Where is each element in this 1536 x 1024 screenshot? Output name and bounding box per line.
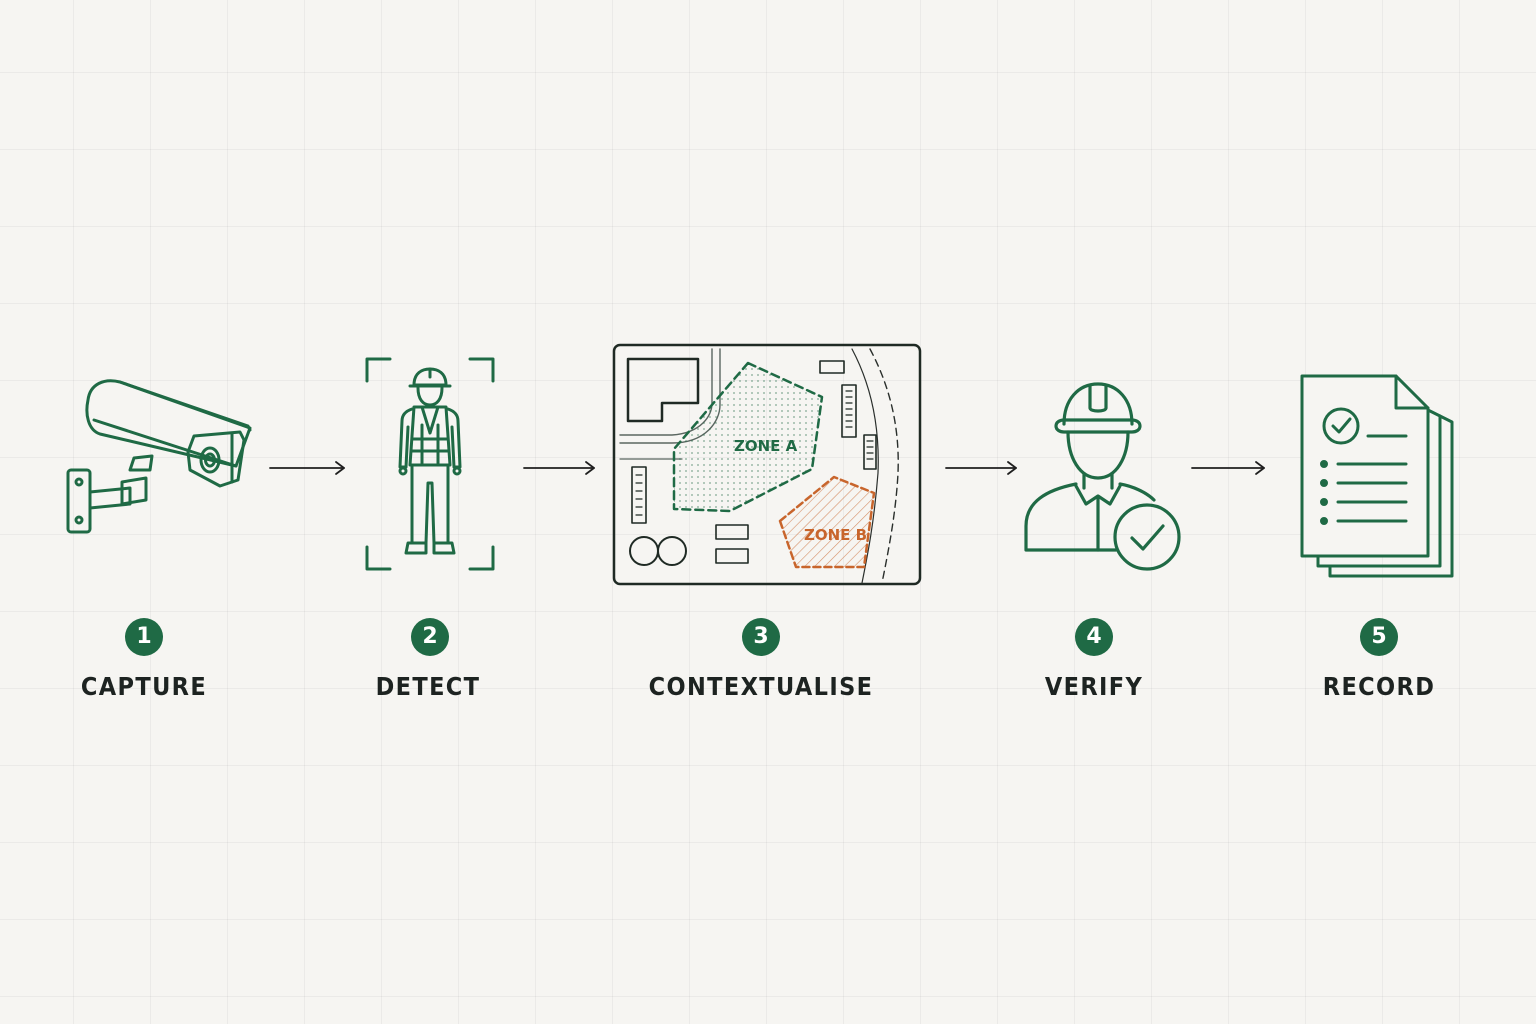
documents-icon bbox=[1296, 370, 1460, 582]
step-1-label: CAPTURE bbox=[80, 672, 208, 701]
flow-arrow bbox=[1190, 458, 1270, 478]
flow-arrow bbox=[268, 458, 348, 478]
step-3-label: CONTEXTUALISE bbox=[648, 672, 874, 701]
zone-a-label: ZONE A bbox=[734, 437, 798, 455]
step-1-badge: 1 bbox=[125, 618, 163, 656]
verified-worker-icon bbox=[1020, 374, 1186, 578]
step-5-badge: 5 bbox=[1360, 618, 1398, 656]
step-3-badge: 3 bbox=[742, 618, 780, 656]
site-map-icon: ZONE A ZONE B bbox=[612, 343, 922, 586]
step-5-label: RECORD bbox=[1322, 672, 1436, 701]
step-4-badge: 4 bbox=[1075, 618, 1113, 656]
cctv-camera-icon bbox=[60, 370, 260, 540]
step-4-label: VERIFY bbox=[1044, 672, 1144, 701]
flow-arrow bbox=[522, 458, 602, 478]
detected-worker-icon bbox=[362, 355, 498, 573]
step-2-badge: 2 bbox=[411, 618, 449, 656]
flow-arrow bbox=[944, 458, 1024, 478]
zone-b-label: ZONE B bbox=[804, 526, 867, 544]
step-2-label: DETECT bbox=[375, 672, 481, 701]
